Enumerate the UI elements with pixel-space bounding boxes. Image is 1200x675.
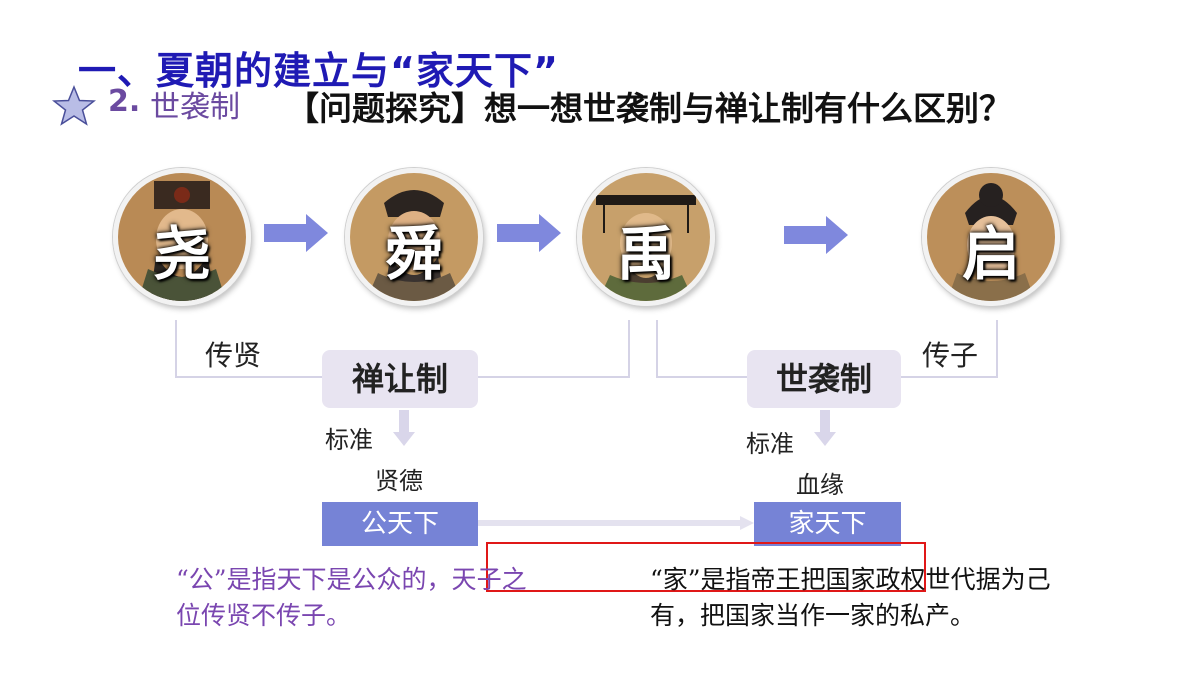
abdication-standard-label: 标准 bbox=[325, 426, 373, 454]
pass-to-virtuous-label: 传贤 bbox=[205, 339, 262, 372]
ruler-name: 禹 bbox=[616, 220, 675, 288]
ruler-name: 启 bbox=[961, 220, 1020, 288]
bracket-right-abdication bbox=[478, 320, 630, 378]
star-icon bbox=[51, 84, 97, 128]
portrait-qi: 启 bbox=[922, 168, 1060, 306]
question-heading: 【问题探究】想一想世袭制与禅让制有什么区别？ bbox=[286, 89, 1012, 128]
family-world-block: 家天下 bbox=[754, 502, 901, 546]
subtitle-number: 2. bbox=[108, 84, 141, 119]
abdication-system-box: 禅让制 bbox=[322, 350, 478, 408]
hereditary-standard-value: 血缘 bbox=[796, 471, 844, 499]
subtitle-text: 世袭制 bbox=[150, 90, 240, 125]
hereditary-system-box: 世袭制 bbox=[747, 350, 901, 408]
right-arrow-icon bbox=[784, 216, 848, 254]
abdication-explanation: “公”是指天下是公众的，天子之位传贤不传子。 bbox=[176, 565, 527, 630]
portrait-yao: 尧 bbox=[113, 168, 251, 306]
right-arrow-icon bbox=[264, 214, 328, 252]
connector-arrow bbox=[478, 515, 754, 530]
ruler-name: 舜 bbox=[384, 220, 443, 288]
bracket-right-hereditary bbox=[900, 320, 998, 378]
bracket-left-abdication bbox=[175, 320, 331, 378]
portrait-shun: 舜 bbox=[345, 168, 483, 306]
slide-title: 一、夏朝的建立与“家天下” bbox=[78, 49, 559, 93]
highlight-rectangle bbox=[486, 542, 926, 592]
right-arrow-icon bbox=[497, 214, 561, 252]
hereditary-explanation: “家”是指帝王把国家政权世代据为己有，把国家当作一家的私产。 bbox=[650, 565, 1051, 630]
down-arrow-icon bbox=[393, 410, 415, 446]
bracket-left-hereditary bbox=[656, 320, 750, 378]
portrait-yu: 禹 bbox=[577, 168, 715, 306]
hereditary-standard-label: 标准 bbox=[746, 430, 794, 458]
down-arrow-icon bbox=[814, 410, 836, 446]
ruler-name: 尧 bbox=[152, 220, 211, 288]
pass-to-son-label: 传子 bbox=[922, 339, 979, 372]
public-world-block: 公天下 bbox=[322, 502, 478, 546]
abdication-standard-value: 贤德 bbox=[375, 467, 423, 495]
